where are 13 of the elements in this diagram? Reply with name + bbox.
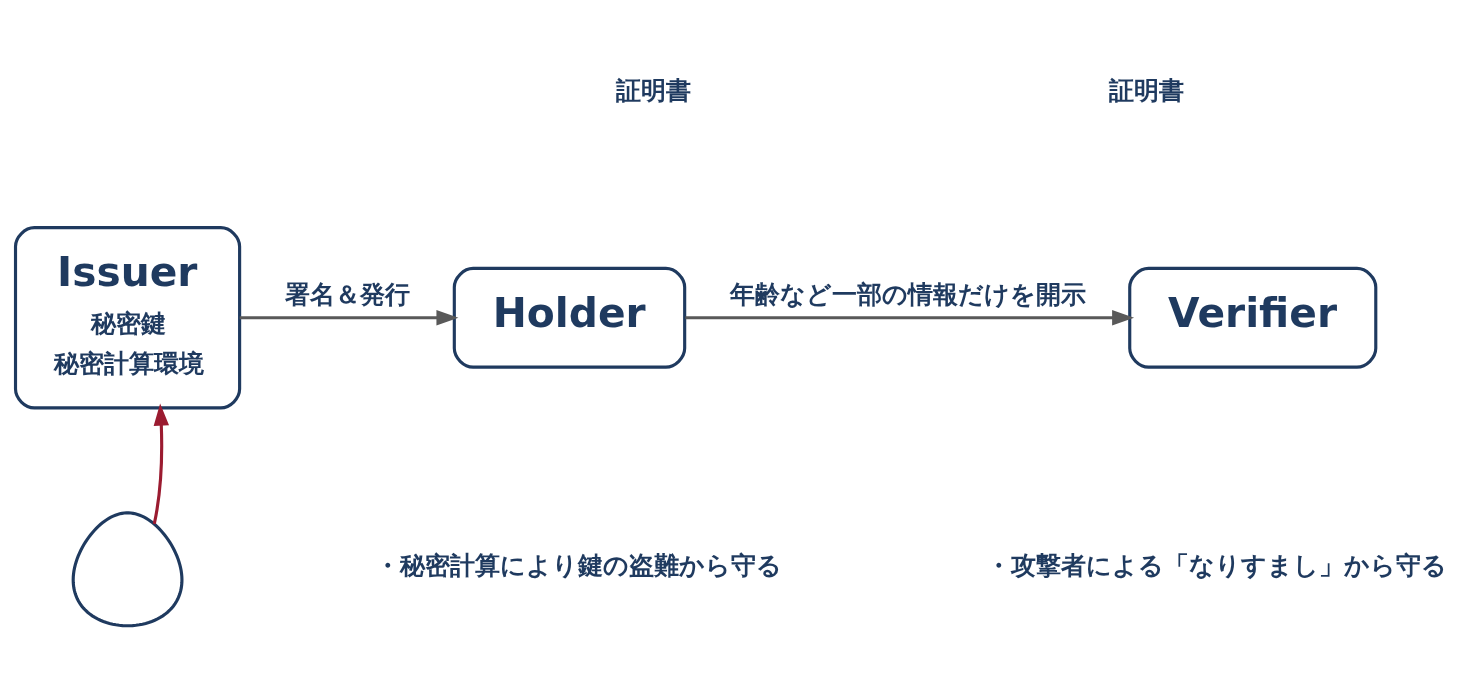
edge-label: 署名＆発行 <box>285 279 411 309</box>
arrow <box>152 403 170 524</box>
label: 証明書 <box>1108 75 1184 105</box>
node-box: Issuer 秘密鍵 秘密計算環境 <box>13 225 242 409</box>
node-box: Holder <box>452 266 687 369</box>
label: ・秘密計算により鍵の盗難から守る <box>375 550 783 580</box>
node-box: Verifier <box>1128 266 1378 369</box>
label: 証明書 <box>616 75 692 105</box>
arrow <box>685 309 1135 325</box>
arrow <box>239 309 459 325</box>
edge-label: 年齢など一部の情報だけを開示 <box>730 279 1087 309</box>
node-person <box>71 510 184 627</box>
label: ・攻撃者による「なりすまし」から守る <box>986 550 1448 580</box>
